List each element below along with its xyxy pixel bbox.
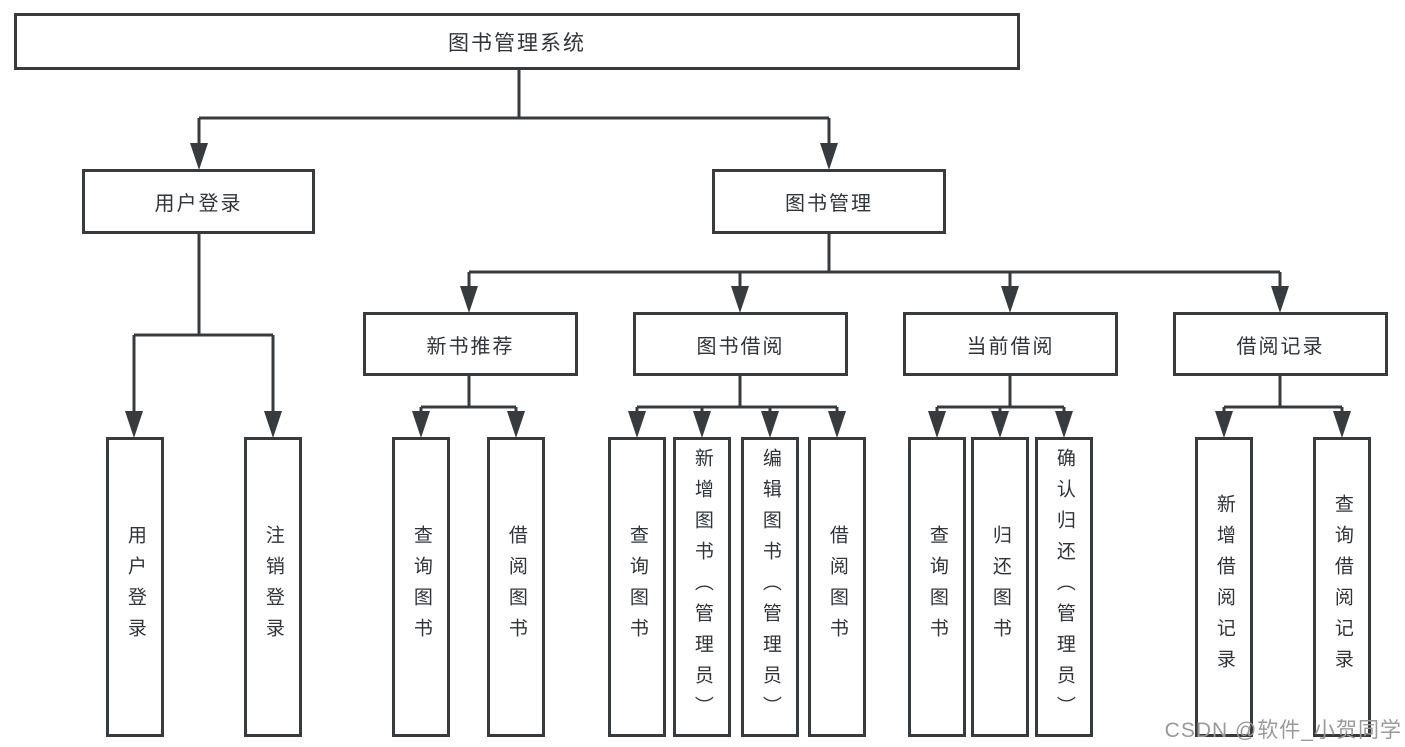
leaf-newbooks-borrow-books: 借阅图书 (487, 437, 545, 737)
leaf-current-confirm-return-admin: 确认归还（管理员） (1035, 437, 1093, 737)
leaf-borrowing-add-books-admin-label: 新增图书（管理员） (691, 447, 713, 727)
leaf-newbooks-query-books-label: 查询图书 (410, 525, 432, 649)
leaf-borrowing-borrow-books-label: 借阅图书 (826, 525, 848, 649)
leaf-borrowing-query-books: 查询图书 (608, 437, 666, 737)
leaf-records-add-borrow-record: 新增借阅记录 (1195, 437, 1253, 737)
leaf-current-return-books-label: 归还图书 (989, 525, 1011, 649)
node-book-borrowing-label: 图书借阅 (696, 335, 785, 358)
leaf-records-query-borrow-record-label: 查询借阅记录 (1331, 494, 1353, 680)
node-current-borrowing-label: 当前借阅 (966, 335, 1055, 358)
node-book-borrowing: 图书借阅 (633, 312, 848, 376)
leaf-records-add-borrow-record-label: 新增借阅记录 (1213, 494, 1235, 680)
leaf-borrowing-add-books-admin: 新增图书（管理员） (673, 437, 731, 737)
node-book-management: 图书管理 (712, 169, 946, 234)
leaf-borrowing-query-books-label: 查询图书 (626, 525, 648, 649)
node-book-management-label: 图书管理 (785, 193, 873, 215)
node-borrow-records-label: 借阅记录 (1236, 335, 1325, 358)
node-borrow-records: 借阅记录 (1173, 312, 1388, 376)
leaf-borrowing-edit-books-admin: 编辑图书（管理员） (741, 437, 799, 737)
leaf-logout-label: 注销登录 (262, 525, 284, 649)
node-root: 图书管理系统 (14, 13, 1020, 70)
leaf-current-confirm-return-admin-label: 确认归还（管理员） (1053, 447, 1075, 727)
node-root-label: 图书管理系统 (448, 31, 586, 55)
leaf-newbooks-borrow-books-label: 借阅图书 (505, 525, 527, 649)
node-user-login-label: 用户登录 (154, 193, 243, 215)
watermark: CSDN @软件_小贺同学 (1164, 719, 1402, 742)
node-current-borrowing: 当前借阅 (903, 312, 1118, 376)
leaf-user-login-label: 用户登录 (124, 525, 146, 649)
leaf-current-return-books: 归还图书 (971, 437, 1029, 737)
node-new-book-recommend: 新书推荐 (363, 312, 578, 376)
leaf-user-login: 用户登录 (106, 437, 164, 737)
leaf-logout: 注销登录 (244, 437, 302, 737)
arrowheads (125, 143, 1351, 438)
leaf-borrowing-edit-books-admin-label: 编辑图书（管理员） (759, 447, 781, 727)
connector-paths (132, 70, 1344, 412)
leaf-newbooks-query-books: 查询图书 (392, 437, 450, 737)
node-new-book-recommend-label: 新书推荐 (426, 335, 515, 358)
leaf-current-query-books: 查询图书 (908, 437, 966, 737)
leaf-records-query-borrow-record: 查询借阅记录 (1313, 437, 1371, 737)
node-user-login: 用户登录 (82, 169, 315, 234)
leaf-borrowing-borrow-books: 借阅图书 (808, 437, 866, 737)
leaf-current-query-books-label: 查询图书 (926, 525, 948, 649)
